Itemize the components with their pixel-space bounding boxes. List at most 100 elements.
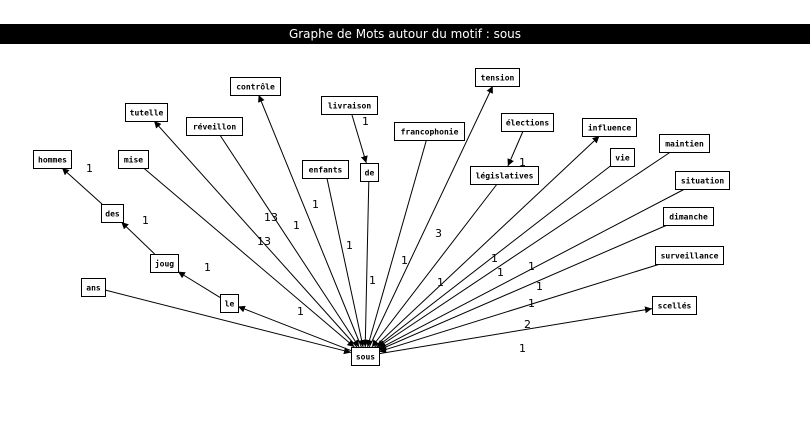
node-scelles: scellés (652, 296, 697, 315)
node-box-joug (150, 254, 179, 273)
node-label-influence: influence (588, 123, 632, 133)
node-box-surveillance (655, 246, 724, 265)
node-label-surveillance: surveillance (661, 251, 719, 261)
edge-francophonie-sous (366, 139, 427, 348)
node-box-de (360, 163, 379, 182)
edge-weight-des-hommes: 1 (86, 162, 93, 175)
node-box-controle (230, 77, 281, 96)
node-box-vie (610, 148, 635, 167)
edge-sous-controle (258, 94, 362, 348)
node-label-mise: mise (124, 155, 143, 165)
node-controle: contrôle (230, 77, 281, 96)
node-hommes: hommes (33, 150, 72, 169)
edge-weight-francophonie-sous: 1 (401, 254, 408, 267)
edge-joug-des (121, 221, 155, 255)
node-box-livraison (321, 96, 378, 115)
node-tutelle: tutelle (125, 103, 168, 122)
node-label-des: des (105, 210, 120, 219)
node-maintien: maintien (659, 134, 710, 153)
edge-des-hommes (61, 167, 103, 205)
node-label-maintien: maintien (665, 139, 704, 149)
graph-title-bar: Graphe de Mots autour du motif : sous (0, 24, 810, 44)
edge-sous-le (237, 305, 352, 352)
edge-weight-maintien-sous: 1 (528, 260, 535, 273)
node-box-francophonie (394, 122, 465, 141)
edge-weight-livraison-de: 1 (362, 115, 369, 128)
node-label-scelles: scellés (658, 301, 692, 311)
node-label-le: le (225, 300, 235, 309)
edge-enfants-sous (326, 177, 366, 348)
edge-weight-de-sous: 1 (369, 274, 376, 287)
node-joug: joug (150, 254, 179, 273)
edge-weight-mise-sous: 13 (257, 235, 271, 248)
edge-weight-sous-tension: 3 (435, 227, 442, 240)
edge-sous-tutelle (153, 120, 358, 348)
node-box-situation (675, 171, 730, 190)
node-legislatives: législatives (470, 166, 539, 185)
edge-weight-situation-sous: 1 (536, 280, 543, 293)
edge-livraison-de (351, 113, 368, 164)
edge-weight-reveillon-sous: 1 (293, 219, 300, 232)
edge-legislatives-sous (371, 183, 498, 348)
node-box-enfants (302, 160, 349, 179)
node-box-le (220, 294, 239, 313)
node-box-des (101, 204, 124, 223)
node-box-scelles (652, 296, 697, 315)
edge-de-sous (361, 180, 370, 348)
edge-vie-sous (376, 165, 611, 348)
node-vie: vie (610, 148, 635, 167)
node-label-dimanche: dimanche (669, 212, 708, 222)
edge-situation-sous (378, 188, 685, 350)
node-box-reveillon (186, 117, 243, 136)
node-enfants: enfants (302, 160, 349, 179)
edge-sous-scelles (378, 306, 653, 355)
edge-elections-legislatives (507, 130, 524, 167)
edge-weight-enfants-sous: 1 (346, 239, 353, 252)
node-box-ans (81, 278, 106, 297)
node-label-vie: vie (615, 153, 630, 163)
edge-le-joug (177, 271, 221, 298)
edge-weight-legislatives-sous: 1 (437, 276, 444, 289)
edge-surveillance-sous (378, 263, 661, 353)
node-tension: tension (475, 68, 520, 87)
node-label-hommes: hommes (38, 156, 67, 165)
node-sous: sous (351, 347, 380, 366)
edge-weight-sous-tutelle: 13 (264, 211, 278, 224)
node-de: de (360, 163, 379, 182)
edge-sous-influence (374, 135, 600, 348)
node-box-dimanche (663, 207, 714, 226)
node-francophonie: francophonie (394, 122, 465, 141)
node-label-situation: situation (681, 176, 725, 186)
node-reveillon: réveillon (186, 117, 243, 136)
node-box-maintien (659, 134, 710, 153)
node-label-tutelle: tutelle (130, 109, 164, 118)
node-label-elections: élections (506, 118, 550, 128)
node-box-legislatives (470, 166, 539, 185)
node-label-legislatives: législatives (476, 171, 534, 181)
edge-reveillon-sous (219, 134, 360, 348)
edge-weight-sous-influence: 1 (491, 252, 498, 265)
edge-weight-surveillance-sous: 2 (524, 318, 531, 331)
node-label-joug: joug (155, 259, 174, 269)
edge-maintien-sous (378, 151, 671, 348)
node-livraison: livraison (321, 96, 378, 115)
edge-weight-le-joug: 1 (204, 261, 211, 274)
edge-mise-sous (143, 167, 355, 348)
node-box-hommes (33, 150, 72, 169)
node-box-elections (501, 113, 554, 132)
node-label-francophonie: francophonie (401, 127, 459, 137)
node-label-livraison: livraison (328, 101, 372, 111)
node-situation: situation (675, 171, 730, 190)
edge-weight-vie-sous: 1 (497, 266, 504, 279)
edge-weight-dimanche-sous: 1 (528, 297, 535, 310)
node-box-sous (351, 347, 380, 366)
node-label-ans: ans (86, 284, 101, 293)
edge-weight-sous-le: 1 (297, 305, 304, 318)
node-influence: influence (582, 118, 637, 137)
node-label-de: de (365, 169, 375, 178)
edge-weight-sous-scelles: 1 (519, 342, 526, 355)
node-dimanche: dimanche (663, 207, 714, 226)
node-label-tension: tension (481, 73, 515, 83)
node-surveillance: surveillance (655, 246, 724, 265)
node-box-tutelle (125, 103, 168, 122)
